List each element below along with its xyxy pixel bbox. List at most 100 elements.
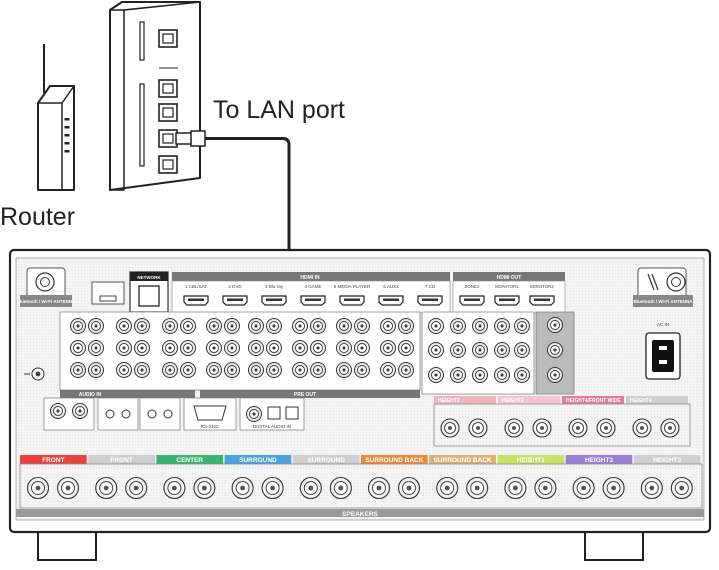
speaker-terminal-positive — [632, 418, 652, 438]
rca-jack — [472, 367, 488, 383]
speaker-group-label: HEIGHT2 — [438, 398, 460, 404]
speaker-group-header — [20, 455, 87, 464]
rca-jack — [354, 362, 370, 378]
monitor-out-jacks — [547, 317, 563, 383]
router-label: Router — [0, 203, 75, 231]
speaker-terminal-negative — [261, 476, 284, 500]
speaker-terminal-negative — [660, 418, 680, 438]
lan-port-label: To LAN port — [213, 96, 345, 124]
rca-jack — [88, 318, 104, 334]
rca-jack — [206, 362, 222, 378]
rca-jack — [70, 340, 86, 356]
rca-jack — [266, 340, 282, 356]
hdmi-out-port — [529, 295, 555, 306]
rca-jack — [428, 318, 444, 334]
hdmi-in-port — [339, 295, 365, 306]
speaker-group-label: HEIGHT3 — [653, 457, 682, 464]
speaker-group-header — [434, 396, 496, 404]
speaker-group-header — [156, 455, 224, 464]
rca-jack — [428, 342, 444, 358]
speaker-terminal-positive — [367, 476, 391, 500]
speaker-terminal-negative — [468, 418, 488, 438]
rca-jack — [116, 340, 132, 356]
rca-jack — [292, 340, 308, 356]
speaker-group-label: CENTER — [176, 457, 203, 464]
ac-in-label: AC IN — [657, 322, 669, 327]
speaker-group-label: FRONT — [42, 457, 64, 464]
rca-jack — [494, 367, 510, 383]
hdmi-in-port-label: 7 CD — [425, 284, 436, 289]
rca-jack — [354, 318, 370, 334]
rca-jack — [266, 318, 282, 334]
speaker-terminal-negative — [596, 418, 616, 438]
speaker-terminal-positive — [504, 418, 524, 438]
bluetooth-wifi-antenna-right: Bluetooth / Wi-Fi ANTENNA — [633, 267, 694, 307]
speaker-terminal-positive — [640, 476, 663, 500]
rca-jack — [248, 362, 264, 378]
speaker-terminal-negative — [397, 476, 421, 500]
rca-jack — [180, 318, 196, 334]
digital-audio-in-label: DIGITAL AUDIO IN — [253, 424, 291, 429]
speaker-group-header — [565, 455, 633, 464]
rca-jack — [206, 318, 222, 334]
rca-jack — [88, 340, 104, 356]
hdmi-in-port — [378, 295, 404, 306]
hdmi-out-port-label: ZONE2 — [464, 284, 480, 289]
speaker-terminal-positive — [299, 476, 322, 500]
speaker-terminal-positive — [504, 476, 527, 500]
speaker-group-header — [224, 455, 292, 464]
rca-jack — [398, 362, 414, 378]
rca-jack — [248, 340, 264, 356]
av-receiver-rear-panel: Bluetooth / Wi-Fi ANTENNA Bluetooth / Wi… — [8, 248, 712, 561]
speaker-terminal-positive — [163, 476, 186, 500]
rca-jack — [116, 362, 132, 378]
hdmi-in-port-label: 1 CBL/SAT — [185, 284, 207, 289]
rca-jack — [292, 362, 308, 378]
rca-jack — [162, 340, 178, 356]
hdmi-in-port-label: 3 Blu-ray — [265, 284, 284, 289]
receiver-foot-right — [584, 529, 644, 561]
rca-jack — [224, 362, 240, 378]
rca-jack — [70, 318, 86, 334]
speaker-terminal-positive — [572, 476, 595, 500]
rca-jack — [70, 362, 86, 378]
speaker-terminal-negative — [602, 476, 625, 500]
control-jacks: RS-232C DIGITAL AUDIO IN — [43, 397, 305, 431]
rca-jack — [248, 318, 264, 334]
speaker-terminal-negative — [125, 476, 148, 500]
rca-jack — [514, 367, 530, 383]
rca-jack — [380, 362, 396, 378]
rca-jack — [180, 362, 196, 378]
speaker-group-label: SURROUND — [307, 457, 345, 464]
speaker-group-header — [562, 396, 624, 404]
hdmi-out-port-label: MONITOR1 — [495, 284, 519, 289]
speaker-group-header — [429, 455, 496, 464]
rca-jack — [224, 340, 240, 356]
rca-jack — [116, 318, 132, 334]
hdmi-in-port-label: 6 AUX2 — [383, 284, 399, 289]
speaker-terminal-negative — [532, 418, 552, 438]
speaker-group-label: HEIGHT2 — [502, 398, 524, 404]
speaker-group-label: FRONT — [110, 457, 132, 464]
speaker-terminal-negative — [193, 476, 216, 500]
rs232c-label: RS-232C — [201, 424, 220, 429]
ac-in-socket: AC IN — [645, 322, 681, 380]
rca-jack — [450, 318, 466, 334]
speaker-group-label: SURROUND — [239, 457, 277, 464]
rca-jack — [472, 318, 488, 334]
svg-text:Bluetooth / Wi-Fi ANTENNA: Bluetooth / Wi-Fi ANTENNA — [634, 299, 694, 304]
network-port: NETWORK — [129, 271, 169, 313]
speaker-terminal-positive — [440, 418, 460, 438]
bluetooth-wifi-antenna-left: Bluetooth / Wi-Fi ANTENNA — [17, 267, 76, 307]
rca-jack — [266, 362, 282, 378]
hdmi-out-port — [459, 295, 485, 306]
speaker-terminal-negative — [670, 476, 693, 500]
speaker-group-header — [292, 455, 360, 464]
rca-jack — [134, 340, 150, 356]
hdmi-out-label: HDMI OUT — [497, 275, 522, 281]
rca-jack — [450, 367, 466, 383]
rca-jack — [472, 342, 488, 358]
hdmi-in-port — [261, 295, 287, 306]
